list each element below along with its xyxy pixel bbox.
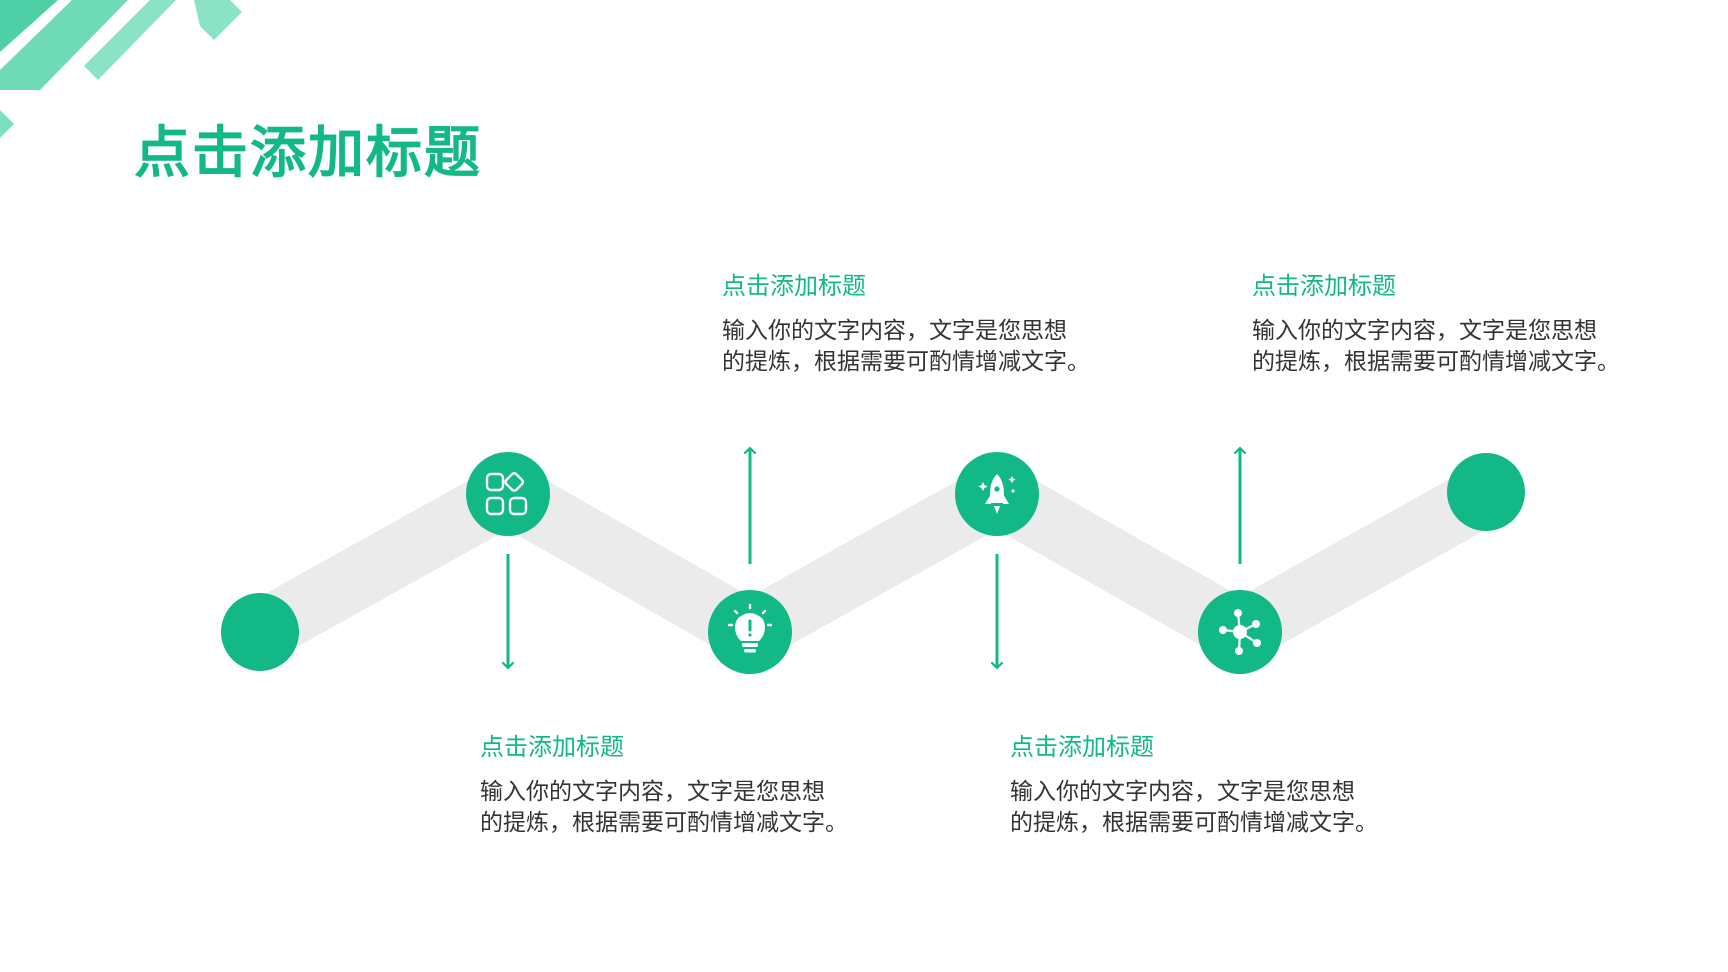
slide-title[interactable]: 点击添加标题 bbox=[134, 121, 482, 186]
step-description[interactable]: 输入你的文字内容，文字是您思想 的提炼，根据需要可酌情增减文字。 bbox=[480, 777, 910, 839]
step-card-2: 点击添加标题 输入你的文字内容，文字是您思想 的提炼，根据需要可酌情增减文字。 bbox=[722, 270, 1152, 378]
step-description-line: 输入你的文字内容，文字是您思想 bbox=[480, 779, 825, 805]
step-description-line: 输入你的文字内容，文字是您思想 bbox=[1252, 318, 1597, 344]
step-card-3: 点击添加标题 输入你的文字内容，文字是您思想 的提炼，根据需要可酌情增减文字。 bbox=[1010, 731, 1440, 839]
step-card-1: 点击添加标题 输入你的文字内容，文字是您思想 的提炼，根据需要可酌情增减文字。 bbox=[480, 731, 910, 839]
lightbulb-icon bbox=[727, 603, 773, 653]
step-title[interactable]: 点击添加标题 bbox=[1252, 272, 1396, 300]
end-node bbox=[1447, 453, 1525, 531]
step-description[interactable]: 输入你的文字内容，文字是您思想 的提炼，根据需要可酌情增减文字。 bbox=[1010, 777, 1440, 839]
step-card-4: 点击添加标题 输入你的文字内容，文字是您思想 的提炼，根据需要可酌情增减文字。 bbox=[1252, 270, 1682, 378]
step-description-line: 的提炼，根据需要可酌情增减文字。 bbox=[1010, 810, 1378, 836]
step-description-line: 的提炼，根据需要可酌情增减文字。 bbox=[1252, 349, 1620, 375]
step-node-3[interactable] bbox=[955, 452, 1039, 536]
step-description[interactable]: 输入你的文字内容，文字是您思想 的提炼，根据需要可酌情增减文字。 bbox=[1252, 316, 1682, 378]
step-node-4[interactable] bbox=[1198, 590, 1282, 674]
apps-grid-icon bbox=[485, 472, 528, 516]
corner-decoration bbox=[0, 0, 242, 138]
step-description-line: 输入你的文字内容，文字是您思想 bbox=[722, 318, 1067, 344]
step-title[interactable]: 点击添加标题 bbox=[480, 733, 624, 761]
step-description-line: 的提炼，根据需要可酌情增减文字。 bbox=[722, 349, 1090, 375]
zigzag-track bbox=[244, 458, 1502, 668]
step-title[interactable]: 点击添加标题 bbox=[1010, 733, 1154, 761]
network-icon bbox=[1219, 609, 1261, 655]
rocket-icon bbox=[978, 474, 1016, 514]
step-description-line: 的提炼，根据需要可酌情增减文字。 bbox=[480, 810, 848, 836]
step-node-2[interactable] bbox=[708, 590, 792, 674]
step-description[interactable]: 输入你的文字内容，文字是您思想 的提炼，根据需要可酌情增减文字。 bbox=[722, 316, 1152, 378]
step-title[interactable]: 点击添加标题 bbox=[722, 272, 866, 300]
start-node bbox=[221, 593, 299, 671]
step-node-1[interactable] bbox=[466, 452, 550, 536]
step-description-line: 输入你的文字内容，文字是您思想 bbox=[1010, 779, 1355, 805]
